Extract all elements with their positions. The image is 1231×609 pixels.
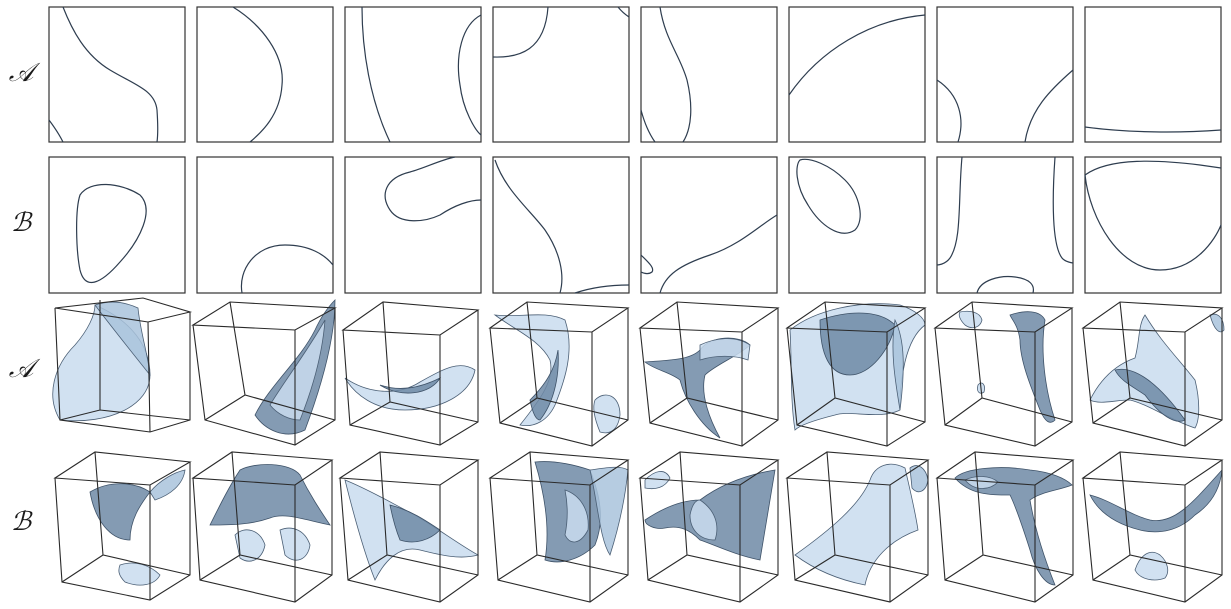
panel-a3d-3 bbox=[343, 302, 478, 445]
panel-b3d-1 bbox=[55, 452, 190, 600]
panel-a3d-4 bbox=[490, 302, 628, 446]
panel-b3d-3 bbox=[340, 452, 478, 602]
panel-b2d-7 bbox=[937, 157, 1073, 293]
row-b-2d bbox=[49, 157, 1221, 293]
panel-b2d-2 bbox=[197, 157, 333, 293]
panel-b3d-7 bbox=[937, 452, 1073, 602]
panel-a2d-5 bbox=[641, 7, 777, 142]
panel-b2d-1 bbox=[49, 157, 185, 293]
panel-a2d-2 bbox=[197, 7, 333, 142]
panel-b3d-5 bbox=[640, 452, 778, 602]
panel-b3d-2 bbox=[193, 452, 332, 602]
panel-a3d-2 bbox=[193, 300, 335, 445]
panel-a3d-8 bbox=[1083, 302, 1224, 446]
panel-b2d-3 bbox=[345, 157, 481, 293]
panel-a3d-6 bbox=[787, 302, 925, 446]
panel-b2d-4 bbox=[493, 157, 629, 293]
panel-a3d-5 bbox=[640, 302, 778, 446]
panel-a2d-7 bbox=[937, 7, 1073, 142]
panel-a2d-6 bbox=[789, 7, 925, 142]
panel-a2d-4 bbox=[493, 7, 629, 142]
panel-b2d-8 bbox=[1085, 157, 1221, 293]
panel-a3d-7 bbox=[935, 302, 1072, 446]
panel-b3d-4 bbox=[490, 452, 628, 602]
panel-b2d-6 bbox=[789, 157, 925, 293]
panel-b3d-8 bbox=[1083, 452, 1222, 602]
row-a-2d bbox=[49, 7, 1221, 142]
row-b-3d bbox=[55, 452, 1222, 602]
panel-a2d-1 bbox=[49, 7, 185, 142]
panel-b3d-6 bbox=[787, 452, 928, 602]
row-a-3d bbox=[53, 298, 1224, 446]
panel-a3d-1 bbox=[53, 298, 190, 432]
panel-a2d-8 bbox=[1085, 7, 1221, 142]
panel-b2d-5 bbox=[641, 157, 777, 293]
panel-a2d-3 bbox=[345, 7, 481, 142]
